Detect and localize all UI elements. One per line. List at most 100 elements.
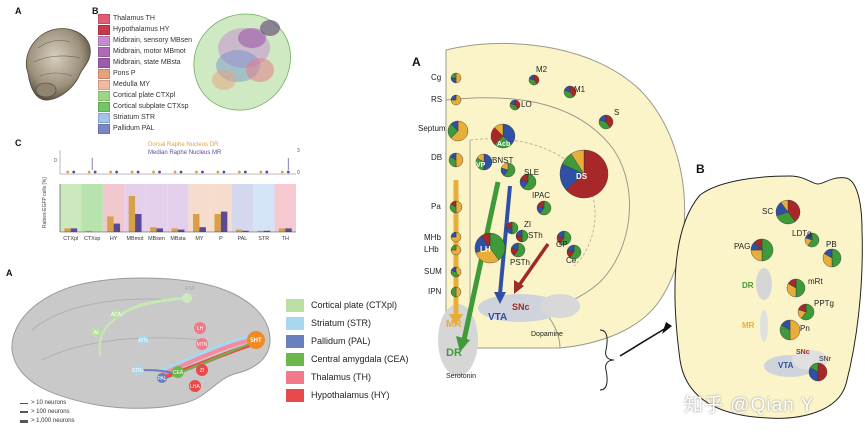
- legend-swatch: [286, 352, 304, 366]
- chart-legend-label: Dorsal Raphe Nucleus DR: [148, 142, 219, 148]
- bar: [128, 196, 136, 232]
- pie-pa-slice: [455, 200, 463, 214]
- chart-legend-label: Median Raphe Nucleus MR: [148, 150, 222, 156]
- pie-gp-slice: [557, 230, 565, 239]
- category-label: CTXpl: [63, 236, 78, 242]
- pie-sle-slice: [523, 173, 537, 191]
- legend-label: Cortical subplate CTXsp: [113, 103, 189, 110]
- pie-mhb-slice: [450, 231, 457, 238]
- bar: [70, 228, 78, 232]
- bar: [285, 228, 292, 232]
- node-label: CEA: [173, 370, 184, 376]
- node-zi: [196, 364, 208, 376]
- pie-pag-slice: [761, 238, 774, 262]
- arrow-to-dr: [461, 181, 501, 341]
- dot-marker: [158, 170, 161, 174]
- pie-bnst-slice: [501, 162, 509, 171]
- target-label-mr: MR: [446, 319, 462, 330]
- region-label: DS: [576, 172, 588, 181]
- pie-zi-slice: [505, 221, 513, 229]
- node-label: AI: [94, 330, 99, 336]
- node-label: RSP: [185, 286, 196, 292]
- raphe-input-bar-chart: Dorsal Raphe Nucleus DR Median Raphe Nucl…: [42, 142, 300, 242]
- node-atn: [138, 335, 148, 345]
- legend-swatch: [98, 57, 110, 68]
- legend-label: Cortical plate CTXpl: [113, 92, 176, 99]
- scale-line: [20, 411, 28, 413]
- dot-marker: [265, 170, 269, 174]
- pie-snr-slice: [817, 362, 828, 382]
- dot-marker: [87, 170, 91, 174]
- dot-marker: [152, 170, 155, 174]
- neuron-count-scale: > 10 neurons > 100 neurons > 1,000 neuro…: [20, 400, 140, 430]
- bar: [235, 229, 243, 232]
- dot-marker: [115, 170, 119, 174]
- panel-b-label: B: [92, 6, 99, 16]
- bar: [278, 228, 286, 232]
- target-label-vta-b: VTA: [778, 361, 794, 370]
- pie-pa-slice: [450, 200, 457, 208]
- region-label: PPTg: [814, 299, 834, 308]
- dot-marker: [201, 170, 204, 174]
- region-label: Ce: [566, 256, 577, 265]
- pie-pn-slice: [789, 319, 801, 341]
- region-label: Cg: [431, 73, 441, 82]
- region-label: Pn: [800, 324, 810, 333]
- region-label: LHb: [424, 245, 439, 254]
- arrow-to-panel-b: [619, 327, 667, 357]
- legend-item: Medulla MY: [98, 79, 150, 90]
- node-label: ZI: [200, 368, 204, 374]
- dr-region-b: [756, 268, 772, 300]
- brain-3d-render: [26, 28, 91, 101]
- pie-sth-slice: [521, 229, 529, 243]
- legend-item: Striatum (STR): [286, 314, 371, 332]
- bar: [156, 228, 163, 232]
- legend-label: Medulla MY: [113, 81, 150, 88]
- panel-b-right-label: B: [696, 162, 705, 176]
- pie-sum-slice: [450, 266, 457, 273]
- region-label: S: [614, 108, 619, 117]
- pie-pptg-slice: [801, 303, 815, 321]
- pie-acb-slice: [494, 123, 504, 137]
- pie-rs-slice: [450, 94, 462, 106]
- dot-marker: [280, 170, 284, 174]
- bar: [214, 214, 221, 232]
- scale-item: > 1,000 neurons: [20, 418, 75, 424]
- pie-septum-slice: [450, 120, 459, 132]
- region-label: Pa: [431, 202, 441, 211]
- region-label: PSTh: [510, 258, 530, 267]
- region-label: PB: [826, 240, 837, 249]
- region-label: ZI: [524, 220, 531, 229]
- pie-s-slice: [599, 114, 607, 123]
- region-label: RS: [431, 95, 442, 104]
- region-label: DB: [431, 153, 442, 162]
- pie-sc-slice: [780, 199, 789, 213]
- region-label: IPAC: [532, 191, 550, 200]
- dot-marker: [179, 170, 183, 174]
- pie-sth-slice: [515, 229, 523, 237]
- bar: [220, 211, 228, 232]
- target-label-snc: SNc: [512, 302, 530, 312]
- bar: [107, 216, 114, 232]
- bar: [85, 230, 93, 232]
- target-label-dr: DR: [446, 347, 462, 359]
- legend-label: Cortical plate (CTXpl): [311, 300, 398, 310]
- legend-item: Midbrain, state MBsta: [98, 57, 181, 68]
- pie-ipn-slice: [450, 286, 457, 298]
- region-label: VP: [476, 162, 486, 169]
- pie-ipac-slice: [539, 200, 552, 216]
- category-label: MY: [195, 236, 203, 242]
- dot-marker: [93, 170, 97, 174]
- category-band: [253, 184, 275, 232]
- region-label: LDTg: [792, 229, 812, 238]
- pie-septum-slice: [450, 120, 469, 142]
- pie-mrt-slice: [787, 278, 797, 289]
- bar: [242, 230, 249, 232]
- scale-label: > 1,000 neurons: [31, 418, 75, 424]
- dot-marker: [72, 170, 76, 174]
- node-label: ATN: [138, 338, 148, 344]
- legend-swatch: [286, 298, 304, 312]
- category-label: TH: [282, 236, 289, 242]
- category-band: [231, 184, 254, 232]
- legend-label: Striatum (STR): [311, 318, 372, 328]
